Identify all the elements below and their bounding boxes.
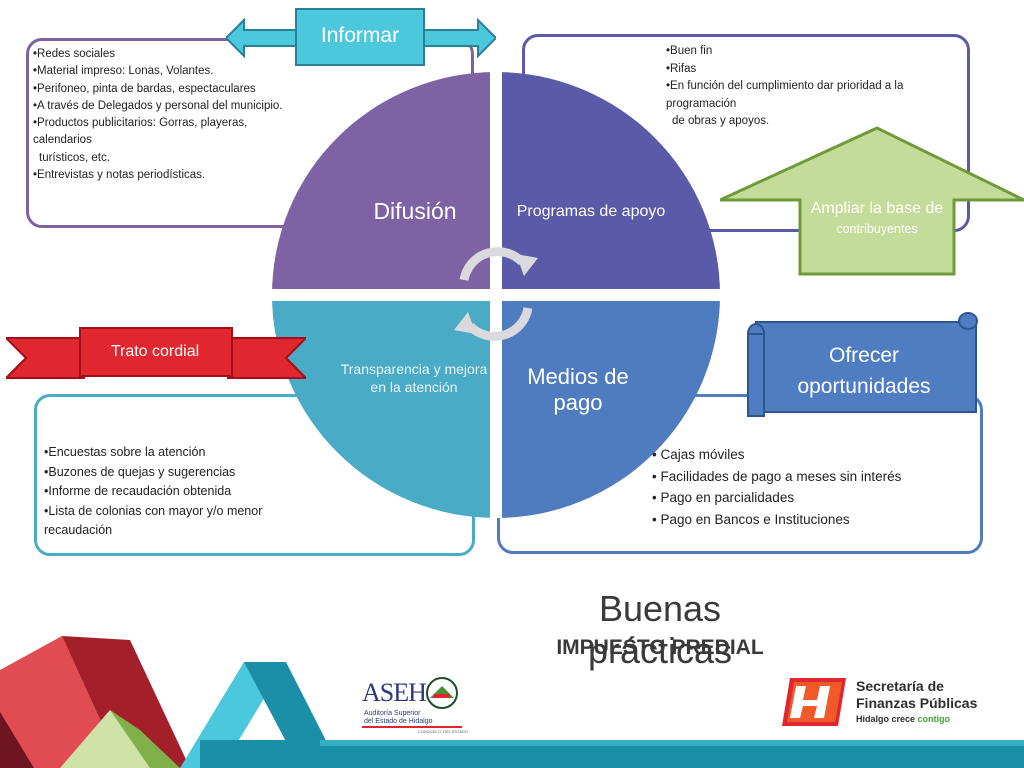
decorative-mountains [0, 636, 1024, 768]
informar-label: Informar [320, 24, 400, 47]
sfp-tagline: Hidalgo crece contigo [856, 714, 950, 724]
page-subtitle: IMPUESTO PREDIAL [556, 636, 764, 659]
ofrecer-label: Ofrecer oportunidades [762, 340, 966, 402]
programas-quadrant [496, 72, 720, 295]
list-item: •Encuestas sobre la atención [44, 445, 206, 459]
medios-quadrant [496, 295, 720, 518]
list-item: • Pago en parcialidades [652, 490, 795, 505]
ofrecer-label-line2: oportunidades [797, 375, 931, 398]
aseh-sub1: Auditoría Superior [364, 710, 421, 717]
difusion-quadrant-label: Difusión [373, 198, 457, 224]
list-item: de obras y apoyos. [672, 115, 770, 127]
sfp-tagline-part2: contigo [917, 714, 951, 724]
list-item: •Perifoneo, pinta de bardas, espectacula… [33, 82, 256, 95]
difusion-list: •Redes sociales •Material impreso: Lonas… [33, 46, 303, 184]
trato-ribbon-icon [6, 327, 306, 379]
programas-quadrant-label: Programas de apoyo [516, 203, 666, 220]
difusion-quadrant [272, 72, 496, 295]
list-item: •Entrevistas y notas periodísticas. [33, 169, 206, 182]
page-title: Buenas prácticas [587, 588, 733, 671]
ampliar-label-line2: contribuyentes [836, 222, 918, 236]
list-item: •Material impreso: Lonas, Volantes. [33, 65, 214, 78]
aseh-logo: ASEH Auditoría Superior del Estado de Hi… [362, 676, 470, 736]
list-item: •En función del cumplimiento dar priorid… [666, 80, 904, 110]
ampliar-label-line1: Ampliar la base de [810, 200, 944, 217]
aseh-book-icon [426, 677, 458, 709]
list-item: •Productos publicitarios: Gorras, player… [33, 117, 248, 147]
aseh-logo-text: ASEH [362, 678, 427, 707]
transparencia-label-line2: en la atención [370, 379, 458, 395]
transparencia-quadrant [272, 295, 496, 518]
list-item: •Lista de colonias con mayor y/o menor r… [44, 503, 263, 538]
quadrant-circle [272, 72, 720, 518]
sfp-tagline-part1: Hidalgo crece [856, 714, 916, 724]
cycle-arrows-icon [459, 247, 533, 341]
ofrecer-scroll-icon [747, 312, 978, 417]
list-item: •Redes sociales [33, 48, 116, 60]
list-item: • Cajas móviles [652, 447, 745, 462]
sfp-logo: Secretaría de Finanzas Públicas Hidalgo … [780, 672, 1000, 734]
transparencia-label-line1: Transparencia y mejora [340, 361, 488, 377]
programas-list: •Buen fin •Rifas •En función del cumplim… [666, 43, 966, 131]
transparencia-list: •Encuestas sobre la atención •Buzones de… [44, 443, 324, 541]
ampliar-up-arrow-icon [720, 126, 1024, 276]
list-item: •A través de Delegados y personal del mu… [33, 99, 283, 112]
sfp-name-line1: Secretaría de [856, 678, 944, 694]
trato-label: Trato cordial [110, 343, 200, 360]
transparencia-quadrant-label: Transparencia y mejora en la atención [334, 360, 494, 396]
list-item: • Pago en Bancos e Instituciones [652, 511, 850, 527]
sfp-name-line2: Finanzas Públicas [856, 695, 978, 711]
ofrecer-label-line1: Ofrecer [828, 344, 899, 367]
list-item: turísticos, etc. [39, 151, 110, 164]
list-item: • Facilidades de pago a meses sin interé… [652, 468, 902, 484]
list-item: •Rifas [666, 62, 697, 75]
sfp-h-icon [782, 678, 846, 726]
aseh-sub3: CONOCELO, DEL ESTADO [418, 729, 469, 734]
list-item: •Buen fin [666, 45, 713, 57]
list-item: •Buzones de quejas y sugerencias [44, 464, 236, 479]
ampliar-label: Ampliar la base de contribuyentes [800, 200, 954, 236]
medios-list: • Cajas móviles • Facilidades de pago a … [652, 444, 972, 530]
informar-banner [295, 8, 425, 66]
medios-quadrant-label: Medios de pago [527, 364, 629, 415]
list-item: •Informe de recaudación obtenida [44, 484, 232, 498]
aseh-sub2: del Estado de Hidalgo [364, 718, 433, 725]
